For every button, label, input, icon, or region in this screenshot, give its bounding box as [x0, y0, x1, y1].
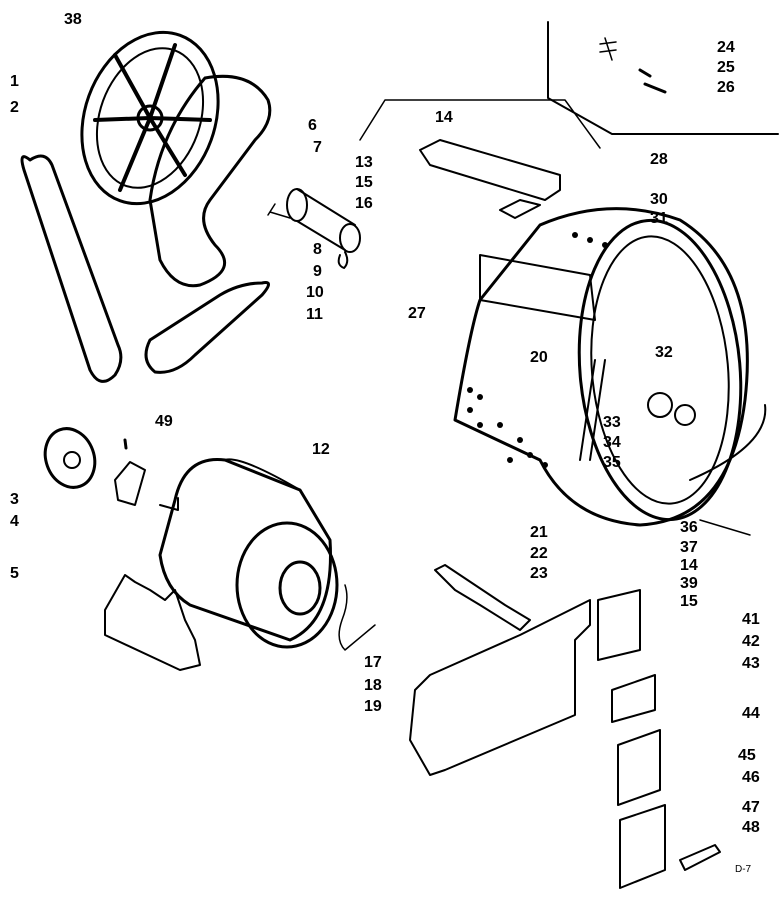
label-26: 26	[717, 79, 735, 96]
label-44: 44	[742, 705, 760, 722]
idler-shaft	[267, 188, 361, 269]
label-16: 16	[355, 195, 373, 212]
label-24: 24	[717, 39, 735, 56]
label-49: 49	[155, 413, 173, 430]
label-30: 30	[650, 191, 668, 208]
thermostat-21-23	[434, 564, 531, 631]
label-41: 41	[742, 611, 760, 628]
drum-pulley	[80, 30, 220, 206]
label-39: 39	[680, 575, 698, 592]
label-45: 45	[738, 747, 756, 764]
felt-seal	[689, 404, 767, 481]
screw-36-39	[699, 519, 751, 536]
label-18: 18	[364, 677, 382, 694]
idler-bracket-4	[114, 461, 146, 506]
label-42: 42	[742, 633, 760, 650]
label-7: 7	[313, 139, 322, 156]
label-31: 31	[650, 210, 668, 227]
label-23: 23	[530, 565, 548, 582]
drum	[453, 207, 749, 527]
label-13: 13	[355, 154, 373, 171]
label-32: 32	[655, 344, 673, 361]
label-4: 4	[10, 513, 19, 530]
label-12: 12	[312, 441, 330, 458]
label-10: 10	[306, 284, 324, 301]
label-34: 34	[603, 434, 621, 451]
heater-bracket	[419, 139, 561, 201]
bracket-43	[611, 674, 656, 723]
label-17: 17	[364, 654, 382, 671]
screw-24	[599, 37, 617, 61]
motor	[158, 458, 339, 649]
label-47: 47	[742, 799, 760, 816]
label-20: 20	[530, 349, 548, 366]
motor-mount-5	[104, 574, 201, 671]
clip-25-26	[638, 68, 667, 94]
figure-code: D-7	[735, 864, 752, 875]
motor-pulley	[43, 427, 97, 489]
motor-wire	[338, 584, 376, 651]
belt-11	[144, 281, 270, 374]
clip-48	[679, 844, 721, 871]
label-2: 2	[10, 99, 19, 116]
label-43: 43	[742, 655, 760, 672]
rear-panel	[409, 599, 591, 776]
label-15b: 15	[680, 593, 698, 610]
label-14b: 14	[680, 557, 698, 574]
label-15a: 15	[355, 174, 373, 191]
label-46: 46	[742, 769, 760, 786]
label-3: 3	[10, 491, 19, 508]
inset-box	[547, 21, 779, 135]
label-14a: 14	[435, 109, 453, 126]
label-37: 37	[680, 539, 698, 556]
label-11: 11	[306, 306, 323, 323]
label-9: 9	[313, 263, 322, 280]
label-22: 22	[530, 545, 548, 562]
label-8: 8	[313, 241, 322, 258]
idler-belt-9	[148, 74, 272, 288]
label-6: 6	[308, 117, 317, 134]
label-19: 19	[364, 698, 382, 715]
label-35: 35	[603, 454, 621, 471]
label-48: 48	[742, 819, 760, 836]
label-28: 28	[650, 151, 668, 168]
drum-holes	[467, 232, 608, 468]
label-27: 27	[408, 305, 426, 322]
drive-belt-2	[20, 154, 123, 383]
filter-44	[617, 729, 661, 806]
label-38: 38	[64, 11, 82, 28]
label-36: 36	[680, 519, 698, 536]
bracket-14	[359, 99, 601, 149]
terminal-block-42	[597, 589, 641, 661]
label-5: 5	[10, 565, 19, 582]
label-25: 25	[717, 59, 735, 76]
label-33: 33	[603, 414, 621, 431]
label-21: 21	[530, 524, 548, 541]
filter-45	[619, 804, 666, 889]
label-1: 1	[10, 73, 19, 90]
